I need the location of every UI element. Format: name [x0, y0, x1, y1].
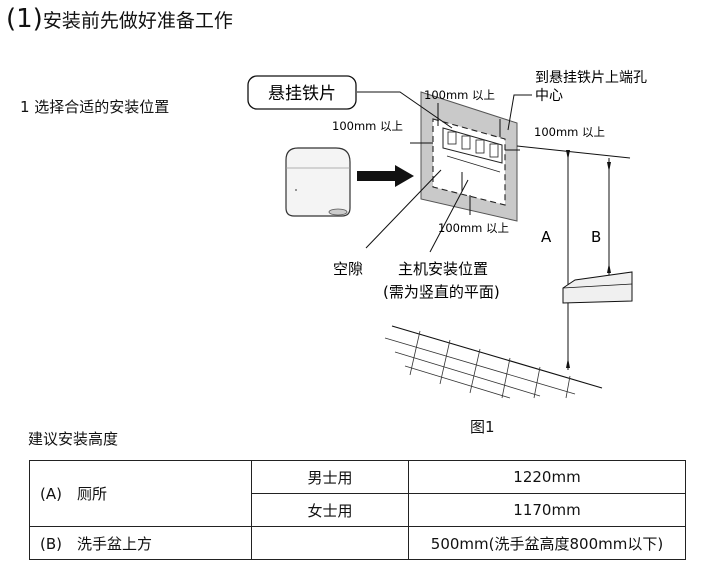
height-section-title: 建议安装高度: [28, 430, 119, 448]
clearance-right-label: 100mm 以上: [534, 125, 605, 139]
row-b-label: (B) 洗手盆上方: [29, 526, 252, 560]
install-position-label: 主机安装位置: [398, 260, 488, 278]
clearance-top-label: 100mm 以上: [424, 88, 495, 102]
row-a-val2: 1170mm: [408, 493, 686, 527]
dimension-a-label: A: [541, 228, 552, 246]
row-b-sub: [251, 526, 409, 560]
hole-center-label-1: 到悬挂铁片上端孔: [535, 70, 647, 86]
table-row: (A) 厕所 男士用 1220mm: [29, 460, 686, 527]
section-title-text: 安装前先做好准备工作: [42, 10, 233, 32]
installation-figure: 悬挂铁片 100mm 以上 100mm 以上 100mm 以上 100mm 以上…: [247, 70, 647, 399]
row-a-label: (A) 厕所: [29, 460, 252, 527]
hole-center-label-2: 中心: [535, 88, 563, 104]
mounting-arrow: [357, 165, 414, 187]
gap-label: 空隙: [333, 260, 363, 278]
section-number: (1): [6, 4, 43, 34]
figure-caption: 图1: [470, 418, 495, 436]
row-a-sub1: 男士用: [251, 460, 409, 494]
install-note-label: (需为竖直的平面): [383, 283, 500, 301]
row-b-val: 500mm(洗手盆高度800mm以下): [408, 526, 686, 560]
bracket-plate: [442, 127, 503, 173]
height-table: (A) 厕所 男士用 1220mm 女士用 1170mm (B) 洗手盆上方 5…: [29, 460, 686, 560]
row-a-val1: 1220mm: [408, 460, 686, 494]
floor-tiles: [384, 330, 576, 399]
dimension-b-label: B: [591, 228, 601, 246]
bracket-label-box: [247, 75, 357, 110]
clearance-bottom-label: 100mm 以上: [438, 221, 509, 235]
clearance-left-label: 100mm 以上: [332, 119, 403, 133]
room-outline: [384, 145, 633, 399]
row-a-sub2: 女士用: [251, 493, 409, 527]
table-row: 女士用 1170mm: [30, 493, 686, 527]
section-title: (1)安装前先做好准备工作: [6, 4, 233, 34]
table-row: (B) 洗手盆上方 500mm(洗手盆高度800mm以下): [29, 526, 686, 560]
bracket-label: 悬挂铁片: [268, 84, 336, 104]
leader-lines: [357, 91, 532, 253]
step-label: 1 选择合适的安装位置: [20, 98, 170, 116]
wall-panel: [410, 91, 520, 222]
hand-dryer-illustration: [285, 147, 351, 217]
